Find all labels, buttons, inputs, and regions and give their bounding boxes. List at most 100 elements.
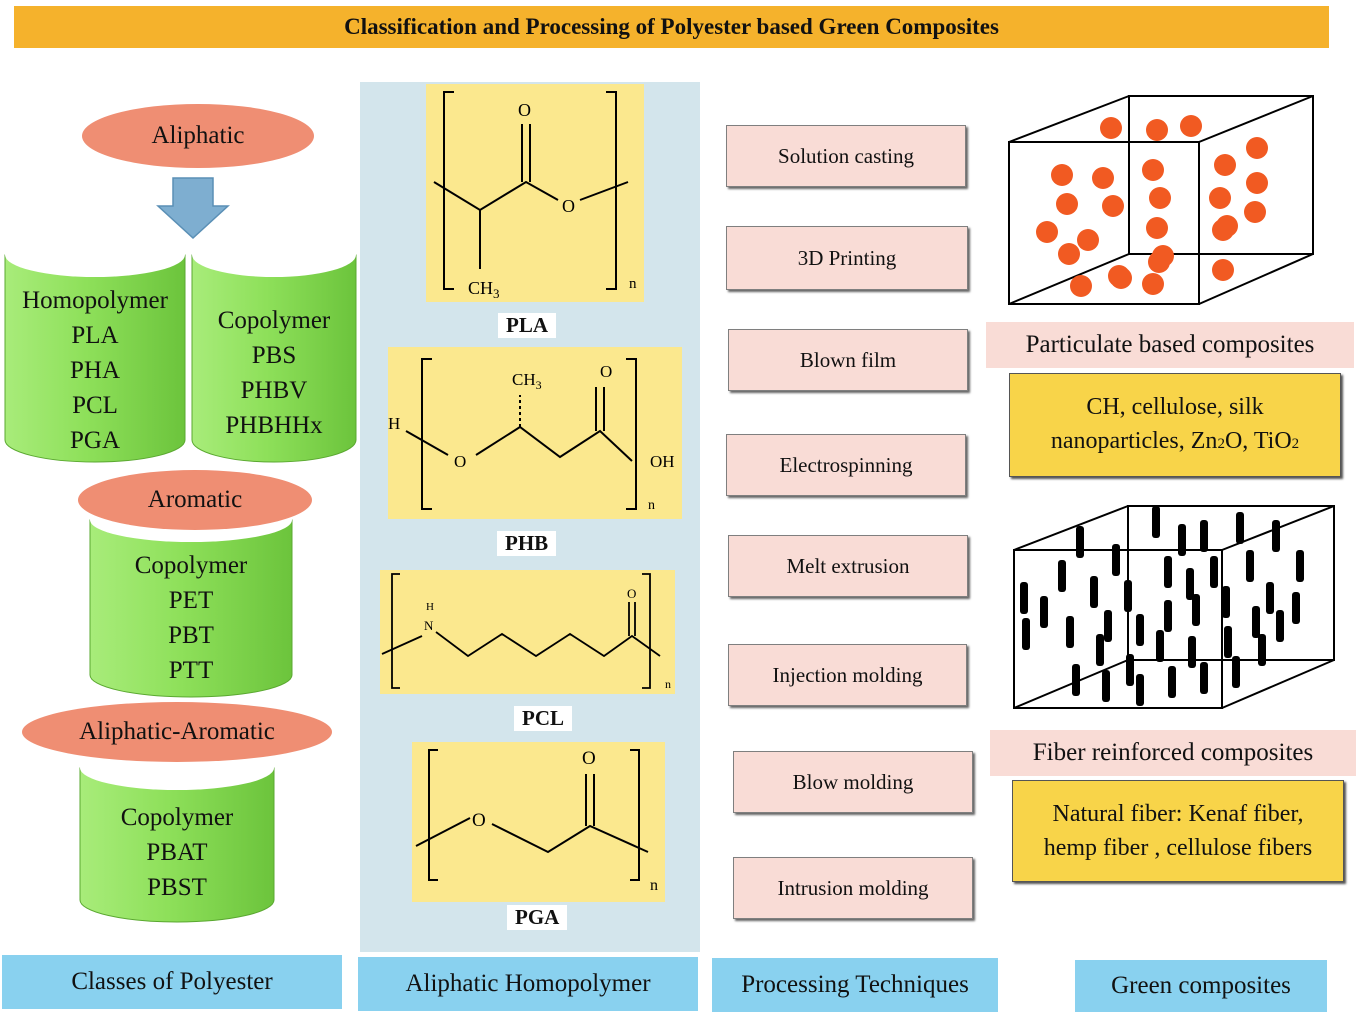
pga-ester-o: O bbox=[472, 810, 486, 831]
particulate-text-line1: CH, cellulose, silk bbox=[1086, 393, 1264, 420]
particle bbox=[1051, 164, 1073, 186]
particle bbox=[1212, 259, 1234, 281]
fiber bbox=[1168, 666, 1176, 698]
aromatic-label: Aromatic bbox=[147, 486, 243, 513]
footer-label: Green composites bbox=[1111, 972, 1291, 999]
footer-label: Processing Techniques bbox=[741, 971, 969, 998]
particle bbox=[1142, 159, 1164, 181]
aromatic-ellipse: Aromatic bbox=[78, 470, 312, 530]
pcl-structure: H N O n bbox=[380, 570, 675, 694]
fiber-examples: Natural fiber: Kenaf fiber, hemp fiber ,… bbox=[1012, 780, 1344, 882]
fiber bbox=[1224, 626, 1232, 658]
process-blow-molding: Blow molding bbox=[733, 751, 973, 813]
fiber bbox=[1058, 560, 1066, 592]
particle bbox=[1180, 115, 1202, 137]
particle bbox=[1246, 137, 1268, 159]
fiber bbox=[1164, 556, 1172, 588]
particle bbox=[1149, 187, 1171, 209]
fiber bbox=[1104, 610, 1112, 642]
fiber-text-line1: Natural fiber: Kenaf fiber, bbox=[1052, 801, 1304, 827]
list-item: Homopolymer bbox=[22, 287, 168, 314]
pcl-structure-drawing: H N O n bbox=[381, 573, 671, 691]
fiber bbox=[1232, 656, 1240, 688]
particle bbox=[1146, 119, 1168, 141]
process-label: Solution casting bbox=[778, 143, 914, 168]
pla-ester-o: O bbox=[562, 196, 575, 216]
list-item: PCL bbox=[72, 392, 118, 419]
fiber bbox=[1152, 506, 1160, 538]
particle bbox=[1146, 217, 1168, 239]
phb-oh: OH bbox=[650, 452, 675, 471]
list-item: Copolymer bbox=[120, 804, 234, 831]
phb-structure: H O CH3 O OH n bbox=[388, 347, 682, 519]
fiber bbox=[1246, 550, 1254, 582]
particle bbox=[1108, 265, 1130, 287]
phb-carbonyl-o: O bbox=[600, 362, 612, 381]
aliphatic-aromatic-ellipse: Aliphatic-Aromatic bbox=[22, 702, 332, 762]
particle bbox=[1148, 251, 1170, 273]
list-item: Copolymer bbox=[134, 552, 248, 579]
pcl-carbonyl-o: O bbox=[627, 586, 636, 601]
fiber bbox=[1040, 596, 1048, 628]
pga-n: n bbox=[650, 877, 658, 894]
list-item: PHBV bbox=[240, 377, 308, 404]
process-intrusion-molding: Intrusion molding bbox=[733, 857, 973, 919]
particle bbox=[1070, 275, 1092, 297]
footer-green-composites: Green composites bbox=[1075, 960, 1327, 1012]
fiber bbox=[1258, 634, 1266, 666]
fiber bbox=[1252, 606, 1260, 638]
fiber bbox=[1164, 600, 1172, 632]
particle bbox=[1102, 195, 1124, 217]
list-item: PBAT bbox=[146, 839, 208, 866]
process-label: Blown film bbox=[799, 347, 897, 372]
fiber bbox=[1178, 524, 1186, 556]
fiber bbox=[1200, 520, 1208, 552]
list-item: PLA bbox=[71, 322, 119, 349]
fiber bbox=[1102, 670, 1110, 702]
footer-classes-of-polyester: Classes of Polyester bbox=[2, 955, 342, 1009]
pla-label: PLA bbox=[498, 313, 556, 338]
pga-structure-drawing: O O n bbox=[415, 748, 658, 894]
list-item: PBST bbox=[147, 874, 207, 901]
pga-label: PGA bbox=[507, 905, 568, 930]
process-electrospinning: Electrospinning bbox=[726, 434, 966, 496]
process-label: Injection molding bbox=[772, 662, 923, 687]
pcl-label: PCL bbox=[514, 706, 572, 731]
particle bbox=[1036, 221, 1058, 243]
process-label: Blow molding bbox=[792, 769, 914, 794]
fiber bbox=[1076, 526, 1084, 558]
particulate-cube-icon bbox=[1008, 95, 1314, 305]
aliphatic-label: Aliphatic bbox=[151, 122, 245, 149]
particulate-examples: CH, cellulose, silk nanoparticles, Zn2O,… bbox=[1009, 373, 1341, 477]
fiber bbox=[1236, 512, 1244, 544]
down-arrow-icon bbox=[156, 177, 230, 240]
process-solution-casting: Solution casting bbox=[726, 125, 966, 187]
process-injection-molding: Injection molding bbox=[728, 644, 967, 706]
fiber bbox=[1156, 630, 1164, 662]
footer-label: Aliphatic Homopolymer bbox=[405, 970, 651, 997]
aromatic-list: Copolymer PET PBT PTT bbox=[90, 548, 292, 688]
particle bbox=[1246, 172, 1268, 194]
fibers bbox=[1020, 506, 1304, 706]
particle bbox=[1142, 273, 1164, 295]
particulate-label: Particulate based composites bbox=[986, 322, 1354, 368]
process-label: Melt extrusion bbox=[786, 553, 910, 578]
pcl-h: H bbox=[426, 601, 434, 613]
phb-o1: O bbox=[454, 452, 466, 471]
homopolymer-cylinder bbox=[4, 233, 186, 463]
particle bbox=[1244, 201, 1266, 223]
particle bbox=[1214, 154, 1236, 176]
fiber bbox=[1022, 618, 1030, 650]
fiber bbox=[1136, 614, 1144, 646]
fiber bbox=[1292, 592, 1300, 624]
fiber bbox=[1210, 556, 1218, 588]
page-title: Classification and Processing of Polyest… bbox=[14, 6, 1329, 48]
particle bbox=[1209, 187, 1231, 209]
fiber bbox=[1126, 654, 1134, 686]
fiber bbox=[1066, 616, 1074, 648]
pla-n: n bbox=[629, 276, 637, 292]
particulate-label-text: Particulate based composites bbox=[1025, 331, 1315, 358]
footer-label: Classes of Polyester bbox=[71, 968, 273, 995]
fiber bbox=[1112, 544, 1120, 576]
fiber bbox=[1222, 586, 1230, 618]
